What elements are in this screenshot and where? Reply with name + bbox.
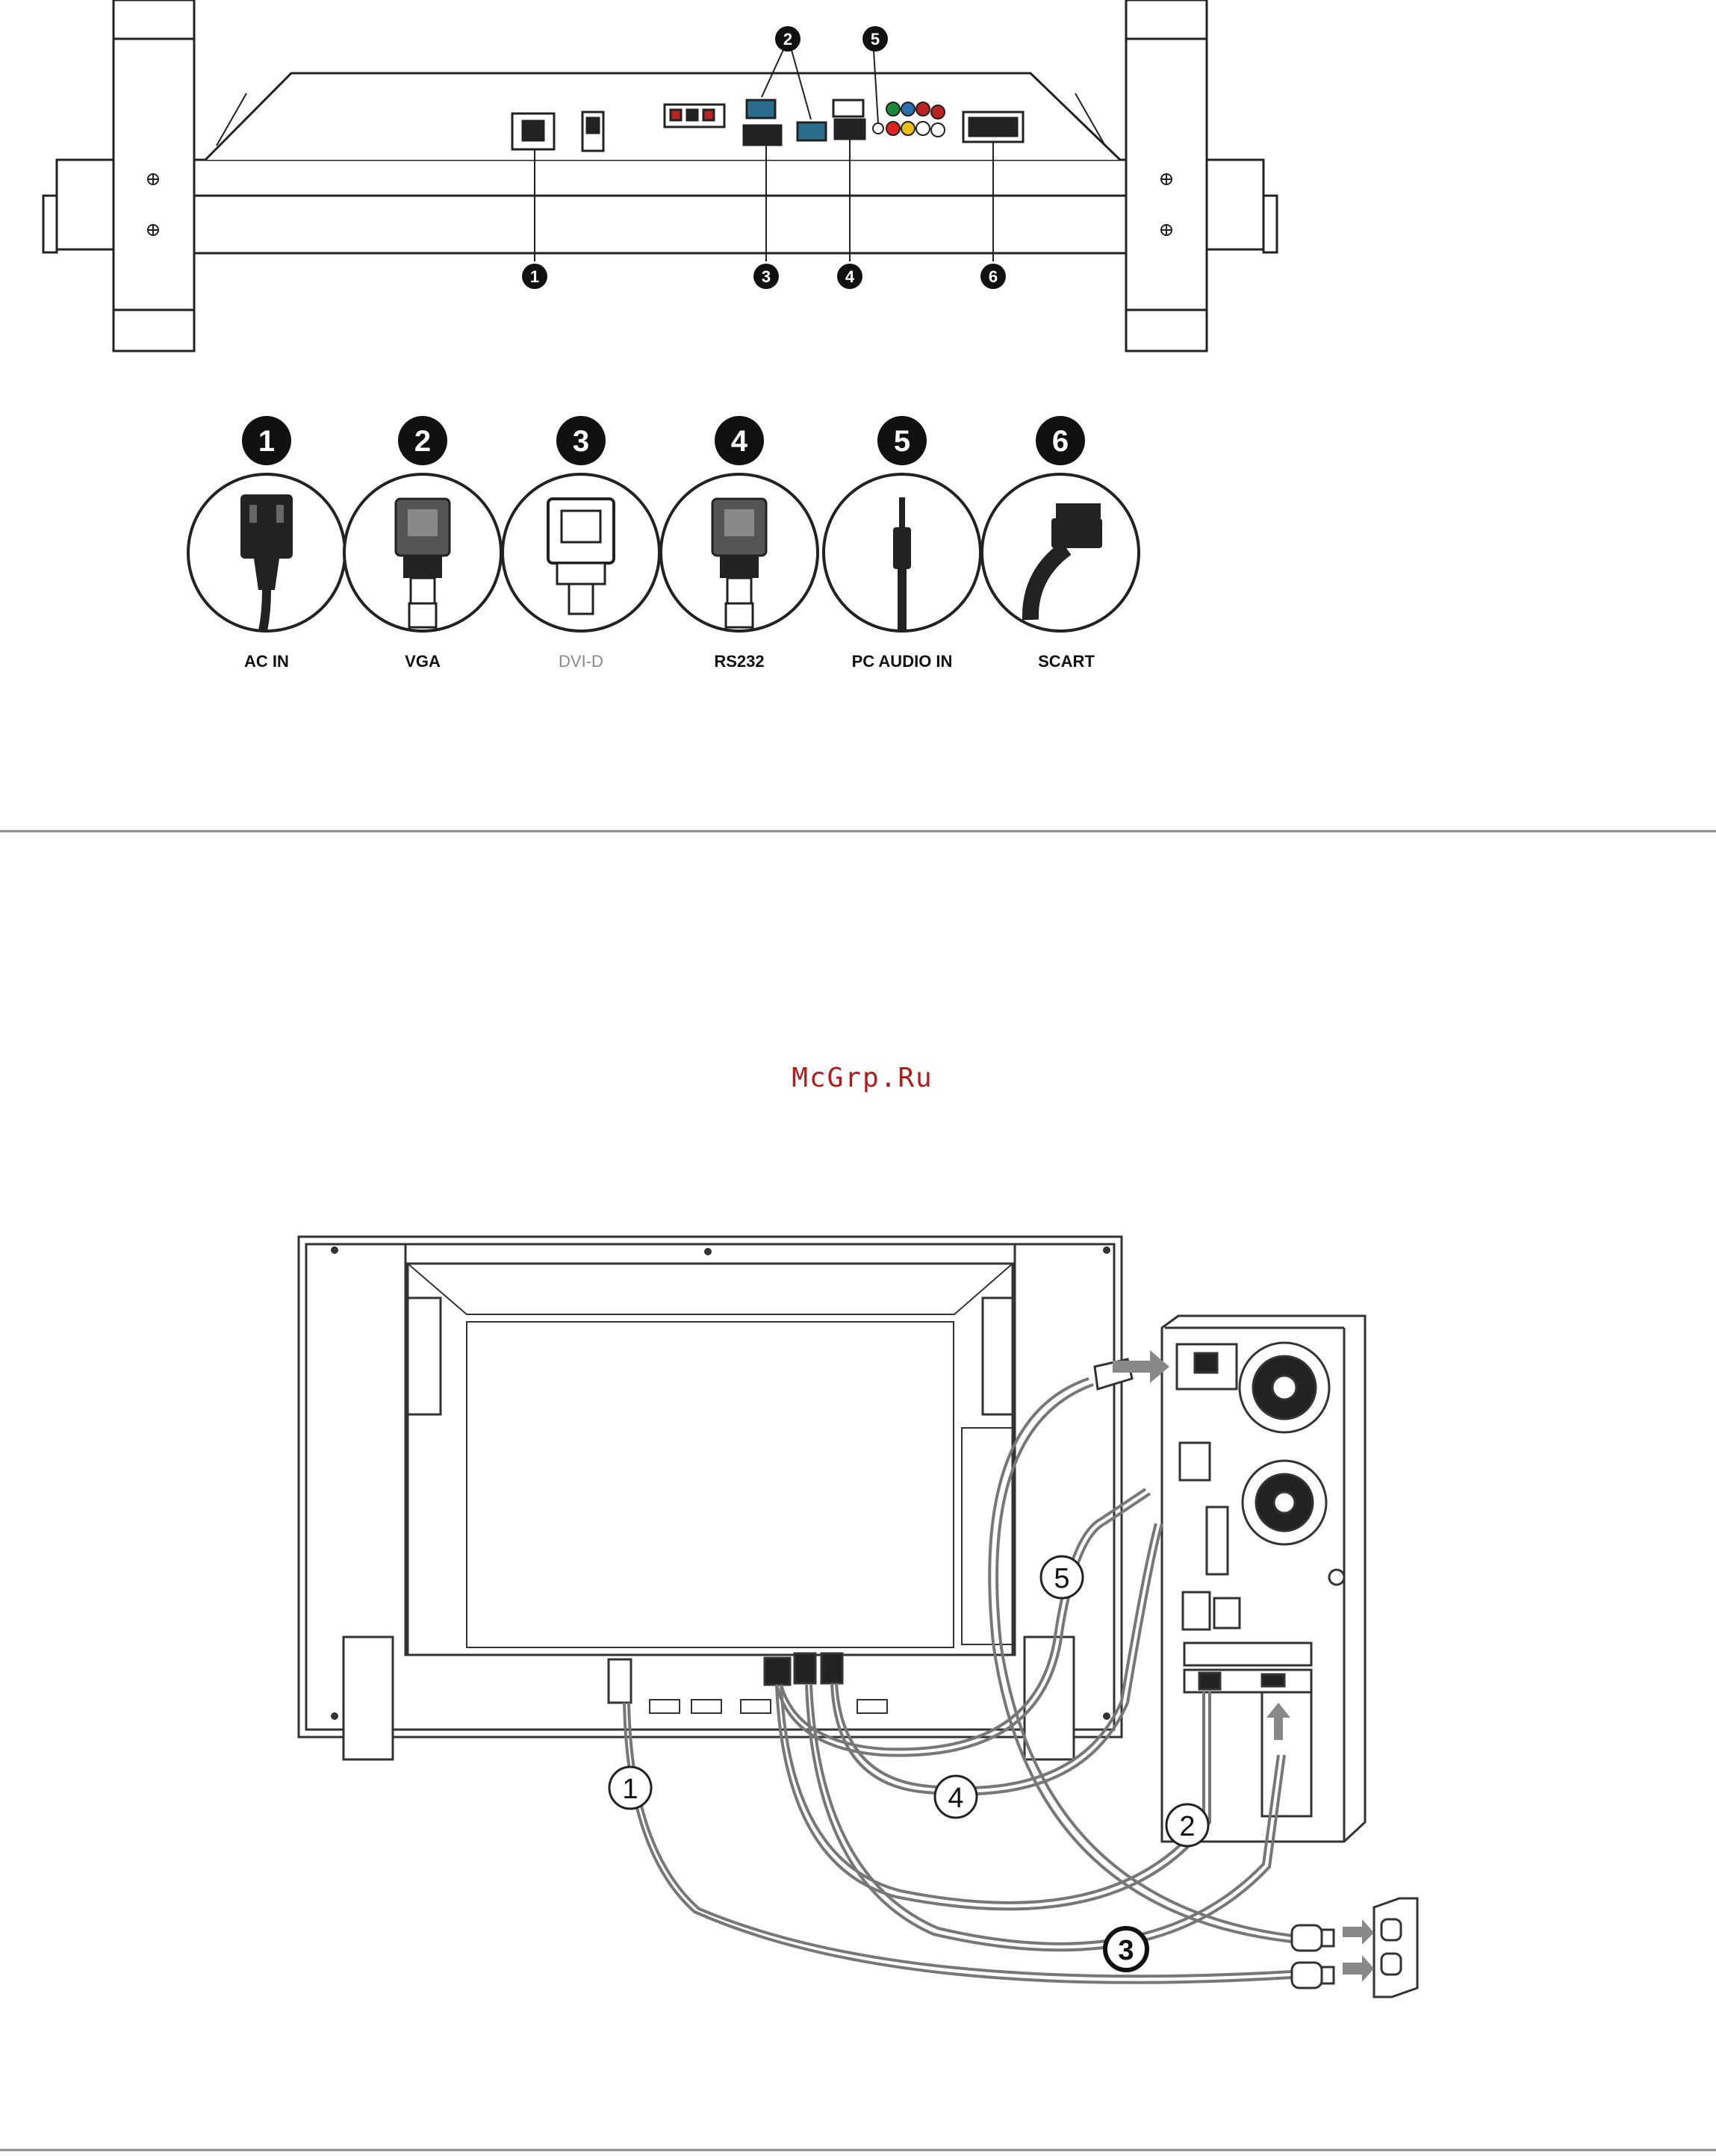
svg-text:3: 3 <box>573 425 589 458</box>
svg-text:1: 1 <box>258 425 275 458</box>
badge-3: 3 <box>753 264 779 289</box>
label-dvi-d: DVI-D <box>559 652 603 671</box>
vga-port <box>747 100 775 118</box>
badge-5: 5 <box>862 26 888 52</box>
badge-2: 2 <box>775 26 801 52</box>
svg-text:2: 2 <box>414 425 431 458</box>
connector-pc-audio-in: 5 PC AUDIO IN <box>824 416 980 671</box>
svg-text:2: 2 <box>783 30 792 49</box>
svg-text:6: 6 <box>1052 425 1069 458</box>
label-rs232: RS232 <box>714 652 764 671</box>
pc-tower <box>1162 1316 1365 1842</box>
wall-outlet <box>1374 1898 1417 1997</box>
badge-6: 6 <box>980 264 1006 289</box>
callout-2: 2 <box>1166 1804 1208 1846</box>
connector-dvi-d: 3 DVI-D <box>503 416 659 671</box>
connector-scart: 6 SCART <box>982 416 1139 671</box>
callout-5: 5 <box>1041 1556 1083 1598</box>
rear-panel-top-view <box>43 0 1277 351</box>
callout-4: 4 <box>935 1776 977 1818</box>
svg-text:4: 4 <box>845 267 855 286</box>
svg-text:2: 2 <box>1179 1811 1195 1842</box>
badge-1: 1 <box>522 264 547 289</box>
svg-text:4: 4 <box>948 1783 963 1814</box>
callout-1: 1 <box>609 1767 651 1809</box>
dvi-port <box>744 125 781 145</box>
label-pc-audio-in: PC AUDIO IN <box>852 652 953 671</box>
panel-body <box>194 160 1126 253</box>
connector-legend: 1 AC IN 2 VGA 3 <box>188 416 1139 671</box>
svg-text:3: 3 <box>1118 1935 1134 1966</box>
monitor-rear-view <box>299 1237 1122 1759</box>
connector-rs232: 4 RS232 <box>661 416 818 671</box>
label-vga: VGA <box>405 652 441 671</box>
rs232-port <box>835 119 865 139</box>
svg-text:3: 3 <box>762 267 771 286</box>
svg-text:4: 4 <box>731 425 748 458</box>
label-scart: SCART <box>1038 652 1095 671</box>
svg-text:1: 1 <box>622 1774 638 1805</box>
svg-text:1: 1 <box>530 267 539 286</box>
label-ac-in: AC IN <box>244 652 289 671</box>
svg-text:5: 5 <box>871 30 880 49</box>
svg-text:5: 5 <box>1054 1563 1069 1594</box>
connector-vga: 2 VGA <box>344 416 501 671</box>
svg-text:6: 6 <box>989 267 998 286</box>
badge-4: 4 <box>837 264 862 289</box>
connector-ac-in: 1 AC IN <box>188 416 345 671</box>
callout-3: 3 <box>1105 1928 1147 1970</box>
svg-text:5: 5 <box>894 425 910 458</box>
watermark-text: McGrp.Ru <box>792 1063 933 1093</box>
